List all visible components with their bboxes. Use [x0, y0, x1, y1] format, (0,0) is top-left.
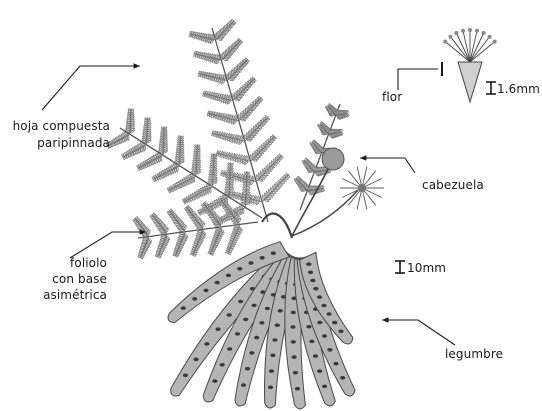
- pod-seed: [317, 295, 322, 299]
- pod-seed: [326, 312, 331, 316]
- pod-seed: [181, 306, 186, 310]
- pod-seed: [226, 274, 231, 278]
- label-con-base: con base: [0, 272, 107, 286]
- label-asimetrica: asimétrica: [0, 288, 107, 302]
- pod-seed: [290, 325, 295, 329]
- label-cabezuela: cabezuela: [422, 178, 484, 192]
- pod-seed: [291, 311, 296, 315]
- pod-seed: [275, 323, 280, 327]
- scale-flower-value: 1.6mm: [497, 82, 540, 96]
- pod-seed: [291, 340, 296, 344]
- main-stem: [262, 213, 292, 238]
- open-flower-center: [358, 184, 366, 192]
- pointer-flor: [398, 62, 442, 90]
- pod-seed: [183, 374, 188, 378]
- anther: [461, 29, 465, 33]
- pod-seed: [271, 251, 276, 255]
- pod-seed: [270, 354, 275, 358]
- stems: [262, 165, 358, 238]
- pod-seed: [333, 362, 338, 366]
- pod-seed: [227, 313, 232, 317]
- pod-seed: [203, 289, 208, 293]
- pod-seed: [215, 281, 220, 285]
- pod-seed: [310, 279, 315, 283]
- flower-head: [322, 148, 384, 209]
- pod-seed: [237, 267, 242, 271]
- pod-seed: [212, 379, 217, 383]
- pod-seed: [238, 300, 243, 304]
- pod-seed: [322, 334, 327, 338]
- pod-seed: [265, 307, 270, 311]
- anther: [488, 35, 492, 39]
- pod-seed: [313, 287, 318, 291]
- pod-seed: [317, 369, 322, 373]
- pod-seed: [243, 318, 248, 322]
- pod-seed: [313, 354, 318, 358]
- pod-seed: [292, 355, 297, 359]
- pod-seed: [309, 340, 314, 344]
- label-foliolo: foliolo: [0, 256, 107, 270]
- arrow-legumbre: [382, 317, 455, 345]
- pod-seed: [321, 304, 326, 308]
- pod-seed: [269, 369, 274, 373]
- arrow-hoja: [42, 63, 140, 110]
- scale-plant-value: 10mm: [407, 261, 446, 275]
- anther: [448, 35, 452, 39]
- pod-seed: [254, 336, 259, 340]
- flower-stalk: [292, 165, 330, 236]
- anther: [443, 40, 447, 44]
- side-stalk: [292, 190, 358, 236]
- pod-seed: [272, 338, 277, 342]
- anther: [468, 28, 472, 32]
- flower-detail: [443, 28, 496, 102]
- pod-seed: [235, 332, 240, 336]
- pod-seed: [204, 342, 209, 346]
- label-paripinnada: paripinnada: [0, 136, 110, 150]
- anther: [454, 31, 458, 35]
- pod-seed: [192, 297, 197, 301]
- pod-seed: [338, 330, 343, 334]
- pod-seed: [306, 325, 311, 329]
- pod-seed: [259, 321, 264, 325]
- pod-seed: [194, 358, 199, 362]
- label-legumbre: legumbre: [445, 347, 503, 361]
- pod-seed: [249, 351, 254, 355]
- anther: [493, 40, 497, 44]
- pod-seed: [306, 262, 311, 266]
- pod-seed: [227, 347, 232, 351]
- scale-bar-flower: [486, 82, 496, 94]
- arrow-cabezuela: [360, 155, 415, 173]
- label-hoja-compuesta: hoja compuesta: [0, 119, 110, 133]
- anther: [482, 31, 486, 35]
- pod-seed: [295, 387, 300, 391]
- pod-seed: [332, 321, 337, 325]
- pod-seed: [215, 327, 220, 331]
- pod-seed: [268, 386, 273, 390]
- pod-seed: [245, 367, 250, 371]
- label-flor: flor: [382, 90, 402, 104]
- pod-seed: [327, 348, 332, 352]
- pod-seed: [317, 321, 322, 325]
- pod-seed: [340, 376, 345, 380]
- pod-seed: [248, 261, 253, 265]
- anther: [475, 29, 479, 33]
- pod-seed: [278, 309, 283, 313]
- pod-seed: [293, 371, 298, 375]
- arrow-foliolo: [70, 229, 146, 258]
- pod-seed: [241, 383, 246, 387]
- pod-seed: [260, 256, 265, 260]
- compound-leaves: [106, 19, 349, 259]
- legume-pods: [168, 242, 355, 409]
- flower-calyx: [458, 62, 482, 102]
- cabezuela-ball: [322, 148, 344, 170]
- scale-bar-plant: [395, 261, 405, 273]
- pod-seed: [220, 363, 225, 367]
- pod-seed: [322, 385, 327, 389]
- pod-seed: [308, 271, 313, 275]
- pod-seed: [252, 304, 257, 308]
